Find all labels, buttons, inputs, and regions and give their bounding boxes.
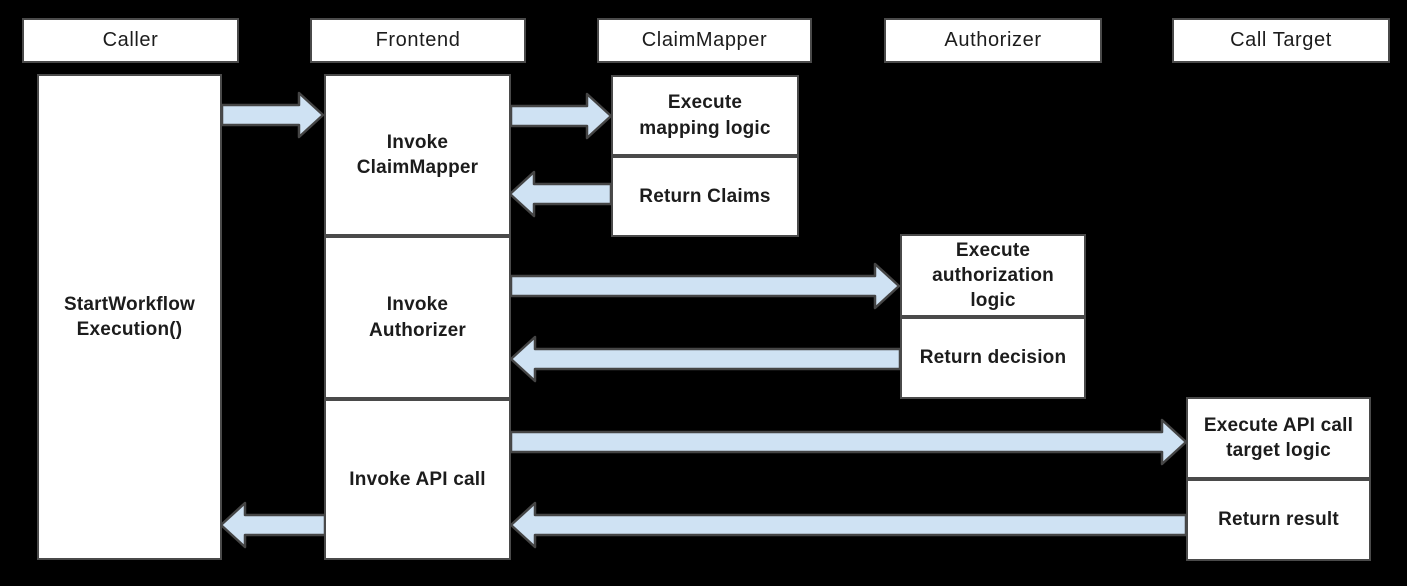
step-frontend-invoke-api-call: Invoke API call	[324, 399, 511, 560]
lane-header-authorizer-label: Authorizer	[944, 29, 1042, 51]
lane-header-frontend-label: Frontend	[375, 29, 461, 51]
step-calltarget-execute-api-call-target-logic-label: Execute API call target logic	[1203, 414, 1354, 461]
step-caller-startworkflowexecution-label: StartWorkflow Execution()	[63, 293, 196, 340]
step-frontend-invoke-api-call-label: Invoke API call	[349, 468, 486, 490]
step-frontend-invoke-authorizer: Invoke Authorizer	[324, 236, 511, 399]
step-frontend-invoke-authorizer-label: Invoke Authorizer	[369, 294, 466, 341]
lane-header-calltarget-label: Call Target	[1230, 29, 1332, 51]
arrow-frontend-to-authorizer	[509, 262, 901, 310]
lane-header-caller: Caller	[22, 18, 239, 63]
arrow-claimmapper-to-frontend	[508, 170, 613, 218]
step-claimmapper-execute-mapping-logic: Execute mapping logic	[611, 75, 799, 156]
step-caller-startworkflowexecution: StartWorkflow Execution()	[37, 74, 222, 560]
step-claimmapper-execute-mapping-logic-label: Execute mapping logic	[639, 92, 771, 139]
lane-header-caller-label: Caller	[102, 29, 159, 51]
step-frontend-invoke-claimmapper: Invoke ClaimMapper	[324, 74, 511, 236]
step-calltarget-execute-api-call-target-logic: Execute API call target logic	[1186, 397, 1371, 479]
lane-header-frontend: Frontend	[310, 18, 526, 63]
step-frontend-invoke-claimmapper-label: Invoke ClaimMapper	[356, 131, 479, 178]
arrow-frontend-to-calltarget	[509, 418, 1188, 466]
lane-header-calltarget: Call Target	[1172, 18, 1390, 63]
lane-header-claimmapper-label: ClaimMapper	[641, 29, 768, 51]
step-authorizer-execute-authorization-logic: Execute authorization logic	[900, 234, 1086, 317]
arrow-calltarget-to-frontend	[509, 501, 1188, 549]
step-calltarget-return-result-label: Return result	[1218, 509, 1339, 531]
lane-header-authorizer: Authorizer	[884, 18, 1102, 63]
arrow-frontend-to-claimmapper	[509, 92, 613, 140]
step-authorizer-return-decision: Return decision	[900, 317, 1086, 399]
arrow-authorizer-to-frontend	[509, 335, 902, 383]
arrow-caller-to-frontend	[220, 91, 325, 139]
arrow-frontend-to-caller	[219, 501, 327, 549]
step-calltarget-return-result: Return result	[1186, 479, 1371, 561]
lane-header-claimmapper: ClaimMapper	[597, 18, 812, 63]
step-claimmapper-return-claims: Return Claims	[611, 156, 799, 237]
step-authorizer-execute-authorization-logic-label: Execute authorization logic	[932, 239, 1054, 312]
step-authorizer-return-decision-label: Return decision	[919, 347, 1067, 369]
step-claimmapper-return-claims-label: Return Claims	[639, 185, 771, 207]
